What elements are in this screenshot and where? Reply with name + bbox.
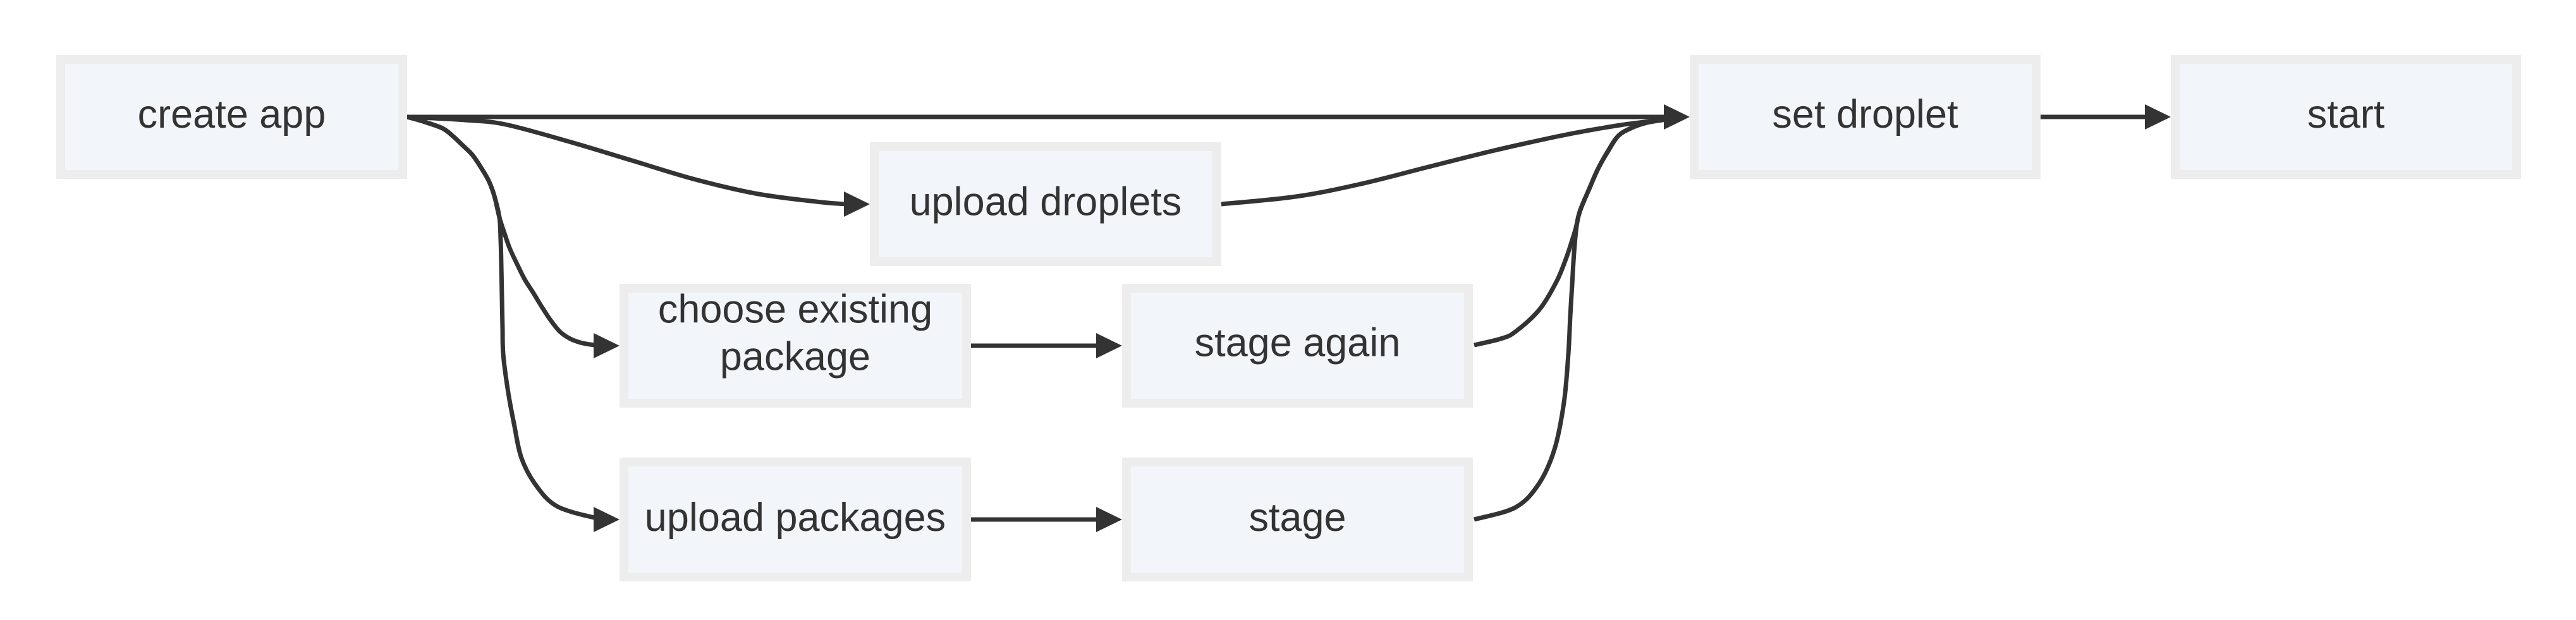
svg-text:stage: stage [1248, 495, 1346, 540]
svg-text:create app: create app [138, 92, 326, 137]
svg-text:stage again: stage again [1195, 321, 1401, 365]
svg-text:package: package [720, 335, 870, 379]
svg-text:set droplet: set droplet [1772, 92, 1958, 137]
svg-text:start: start [2307, 92, 2385, 137]
svg-text:upload packages: upload packages [645, 495, 946, 540]
svg-text:choose existing: choose existing [658, 288, 932, 332]
svg-text:upload droplets: upload droplets [910, 180, 1182, 224]
